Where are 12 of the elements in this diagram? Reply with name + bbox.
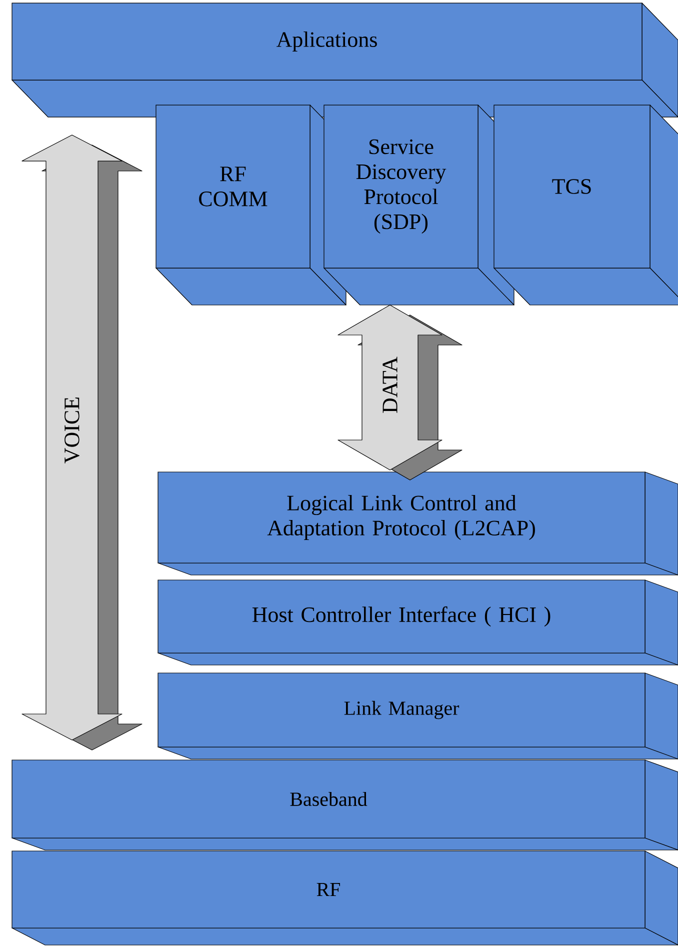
edge-label: VOICE: [64, 398, 80, 464]
layer-box: Host Controller Interface ( HCI ): [158, 580, 678, 666]
edge-label: DATA: [382, 356, 398, 413]
layer-box: RF: [12, 850, 678, 946]
block-arrow: [338, 304, 442, 470]
layer-box: Baseband: [12, 760, 678, 850]
layer-box: Link Manager: [158, 672, 678, 760]
block-arrow: [22, 134, 122, 740]
layer-box: Service Discovery Protocol (SDP): [324, 104, 514, 306]
layer-box: TCS: [494, 104, 678, 306]
layer-box: Logical Link Control and Adaptation Protocol (L2CAP): [158, 472, 678, 576]
layer-box: Aplications: [12, 2, 678, 118]
